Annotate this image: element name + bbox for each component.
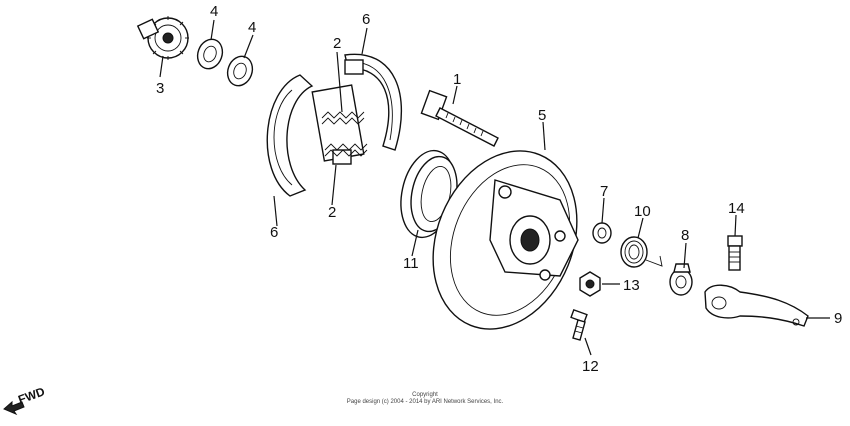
part-3-gear — [136, 16, 189, 60]
forward-arrow-icon — [3, 400, 25, 416]
part-10-return-spring — [620, 236, 663, 268]
callout-8: 8 — [681, 227, 689, 244]
part-6-brake-shoes — [266, 53, 403, 197]
part-7-washer — [592, 222, 612, 244]
copyright-notice: Copyright Page design (c) 2004 - 2014 by… — [347, 392, 504, 405]
copyright-line-2: Page design (c) 2004 - 2014 by ARI Netwo… — [347, 399, 504, 405]
callout-2a: 2 — [333, 35, 341, 52]
forward-direction-indicator: FWD — [3, 384, 47, 416]
copyright-line-1: Copyright — [412, 392, 438, 398]
callout-6a: 6 — [362, 11, 370, 28]
part-14-bolt — [727, 235, 743, 271]
part-1-cam-shaft — [420, 89, 499, 147]
callout-11: 11 — [403, 255, 419, 272]
callout-5: 5 — [538, 107, 546, 124]
part-4-washer-b — [226, 55, 254, 87]
part-5-brake-panel — [432, 150, 579, 330]
callout-1: 1 — [453, 71, 461, 88]
part-2-spring-lower — [324, 143, 368, 157]
forward-label: FWD — [16, 384, 47, 407]
callout-4b: 4 — [248, 19, 256, 36]
callout-9: 9 — [834, 310, 842, 327]
callout-14: 14 — [728, 200, 745, 217]
callout-3: 3 — [156, 80, 164, 97]
part-13-nut — [579, 271, 601, 297]
part-12-bolt — [570, 308, 588, 341]
callout-7: 7 — [600, 183, 608, 200]
part-8-indicator-plate — [669, 263, 693, 296]
callout-10: 10 — [634, 203, 651, 220]
part-4-washer-a — [196, 38, 224, 70]
part-2-spring-upper — [321, 111, 365, 125]
part-9-brake-arm — [704, 284, 809, 327]
callout-13: 13 — [623, 277, 640, 294]
callout-4a: 4 — [210, 3, 218, 20]
callout-labels: 3 4 4 2 6 1 5 2 6 7 10 11 8 14 13 9 12 — [156, 3, 842, 375]
callout-6b: 6 — [270, 224, 278, 241]
callout-12: 12 — [582, 358, 599, 375]
leader-lines — [159, 19, 830, 356]
callout-2b: 2 — [328, 204, 336, 221]
